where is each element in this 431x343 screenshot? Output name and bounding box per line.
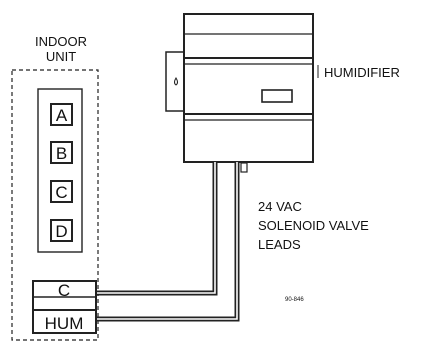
humidifier-body xyxy=(183,13,314,163)
terminal-c: C xyxy=(50,180,73,203)
solenoid-lead-wires xyxy=(97,162,240,322)
humidifier-slot xyxy=(261,89,293,103)
terminal-d: D xyxy=(50,219,73,242)
terminal-a-label: A xyxy=(56,106,68,125)
leads-label-line1: 24 VAC xyxy=(258,199,302,214)
terminal-c-label: C xyxy=(55,183,67,202)
terminal-a: A xyxy=(50,103,73,126)
humidifier-label: HUMIDIFIER xyxy=(324,65,400,80)
humidifier-unit xyxy=(165,13,314,173)
terminal-strip-c-label: C xyxy=(58,281,70,300)
indoor-unit-title-line2: UNIT xyxy=(46,49,76,64)
terminal-b: B xyxy=(50,141,73,164)
humidifier-bottom-tab xyxy=(240,162,248,173)
terminal-b-label: B xyxy=(56,144,67,163)
terminal-d-label: D xyxy=(55,222,67,241)
terminal-strip-c-hum: C HUM xyxy=(32,280,97,334)
leads-label-line2: SOLENOID VALVE xyxy=(258,218,369,233)
leads-label-line3: LEADS xyxy=(258,237,301,252)
indoor-unit-boundary xyxy=(11,69,99,341)
indoor-unit-title-line1: INDOOR xyxy=(35,34,87,49)
figure-code: 90-846 xyxy=(285,297,304,303)
drop-icon xyxy=(174,77,178,86)
terminal-strip-hum-label: HUM xyxy=(45,314,84,333)
terminal-block-frame xyxy=(37,88,83,253)
